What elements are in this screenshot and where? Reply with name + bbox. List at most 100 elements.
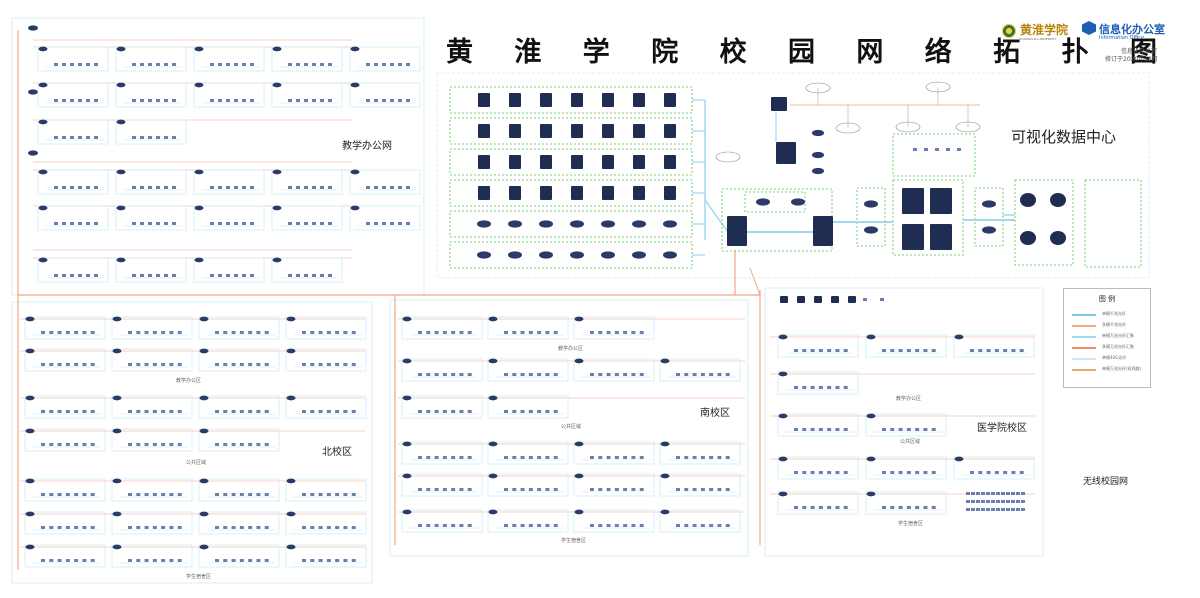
pc-icon xyxy=(78,222,82,225)
pc-icon xyxy=(504,331,508,334)
pc-icon xyxy=(1006,500,1010,503)
pc-icon xyxy=(512,524,517,527)
pc-icon xyxy=(226,222,230,225)
pc-icon xyxy=(639,456,644,459)
pc-icon xyxy=(1016,500,1020,503)
pc-icon xyxy=(981,492,985,495)
legend-item: 单模万兆光纤(双线路) xyxy=(1072,366,1148,374)
switch-icon xyxy=(199,478,209,484)
pc-icon xyxy=(343,331,348,334)
pc-icon xyxy=(818,506,823,509)
pc-icon xyxy=(57,410,62,413)
pc-icon xyxy=(898,428,903,431)
switch-icon xyxy=(660,358,670,364)
pc-icon xyxy=(366,222,370,225)
pc-icon xyxy=(467,373,472,376)
pc-icon xyxy=(90,363,95,366)
zone-medical-label: 医学院校区 xyxy=(977,423,1027,434)
pc-icon xyxy=(210,274,214,277)
switch-icon xyxy=(194,257,204,263)
pc-icon xyxy=(223,331,228,334)
pc-icon xyxy=(250,222,254,225)
pc-icon xyxy=(128,331,132,334)
pc-icon xyxy=(248,443,253,446)
switch-icon xyxy=(632,220,646,228)
zone-north-box xyxy=(11,301,373,584)
pc-icon xyxy=(978,471,983,474)
switch-icon xyxy=(402,395,412,401)
access-group xyxy=(115,205,187,231)
switch-icon xyxy=(663,251,677,259)
pc-icon xyxy=(335,493,340,496)
legend-item: 单模万兆光纤汇聚 xyxy=(1072,333,1148,341)
pc-icon xyxy=(606,331,611,334)
pc-icon xyxy=(54,274,58,277)
pc-icon xyxy=(65,493,70,496)
pc-icon xyxy=(810,386,815,389)
server-icon xyxy=(727,216,747,246)
switch-icon xyxy=(756,198,770,206)
pc-icon xyxy=(882,471,886,474)
access-group xyxy=(487,473,569,497)
monitor-group xyxy=(892,133,976,177)
pc-icon xyxy=(54,99,58,102)
pc-icon xyxy=(606,456,611,459)
pc-icon xyxy=(223,559,228,562)
storage-icon xyxy=(1020,193,1036,207)
pc-icon xyxy=(310,363,315,366)
switch-icon xyxy=(660,441,670,447)
access-group xyxy=(111,511,193,535)
pc-icon xyxy=(264,410,269,413)
server-icon xyxy=(602,186,614,200)
pc-icon xyxy=(326,526,331,529)
pc-icon xyxy=(226,186,230,189)
school-subtitle: HUANGHUAI UNIVERSITY xyxy=(1019,37,1057,41)
pc-icon xyxy=(215,363,219,366)
pc-icon xyxy=(966,500,970,503)
pc-icon xyxy=(451,488,456,491)
pc-icon xyxy=(880,298,884,301)
switch-icon xyxy=(574,509,584,515)
pc-icon xyxy=(54,186,58,189)
pc-icon xyxy=(57,443,62,446)
pc-icon xyxy=(843,349,848,352)
pc-icon xyxy=(382,186,386,189)
pc-icon xyxy=(906,428,911,431)
pc-icon xyxy=(528,331,533,334)
pc-icon xyxy=(41,526,45,529)
pc-icon xyxy=(152,559,157,562)
pc-icon xyxy=(390,222,394,225)
switch-icon xyxy=(350,82,360,88)
switch-icon xyxy=(112,316,122,322)
pc-icon xyxy=(923,506,928,509)
access-group xyxy=(777,371,859,395)
server-icon xyxy=(831,296,839,303)
pc-icon xyxy=(335,559,340,562)
pc-icon xyxy=(164,99,168,102)
pc-icon xyxy=(302,331,306,334)
pc-icon xyxy=(172,186,176,189)
pc-icon xyxy=(161,559,166,562)
pc-icon xyxy=(882,506,886,509)
switch-icon xyxy=(199,511,209,517)
switch-icon xyxy=(570,220,584,228)
pc-icon xyxy=(312,99,316,102)
switch-icon xyxy=(199,395,209,401)
pc-icon xyxy=(310,559,315,562)
pc-icon xyxy=(310,493,315,496)
pc-icon xyxy=(172,99,176,102)
switch-icon xyxy=(112,478,122,484)
pc-icon xyxy=(639,488,644,491)
pc-icon xyxy=(692,456,697,459)
pc-icon xyxy=(382,222,386,225)
pc-icon xyxy=(132,274,136,277)
pc-icon xyxy=(302,410,306,413)
pc-icon xyxy=(639,524,644,527)
switch-icon xyxy=(272,82,282,88)
pc-icon xyxy=(148,99,152,102)
pc-icon xyxy=(256,526,261,529)
pc-icon xyxy=(248,363,253,366)
pc-icon xyxy=(169,493,174,496)
access-group xyxy=(198,316,280,340)
server-icon xyxy=(509,93,521,107)
